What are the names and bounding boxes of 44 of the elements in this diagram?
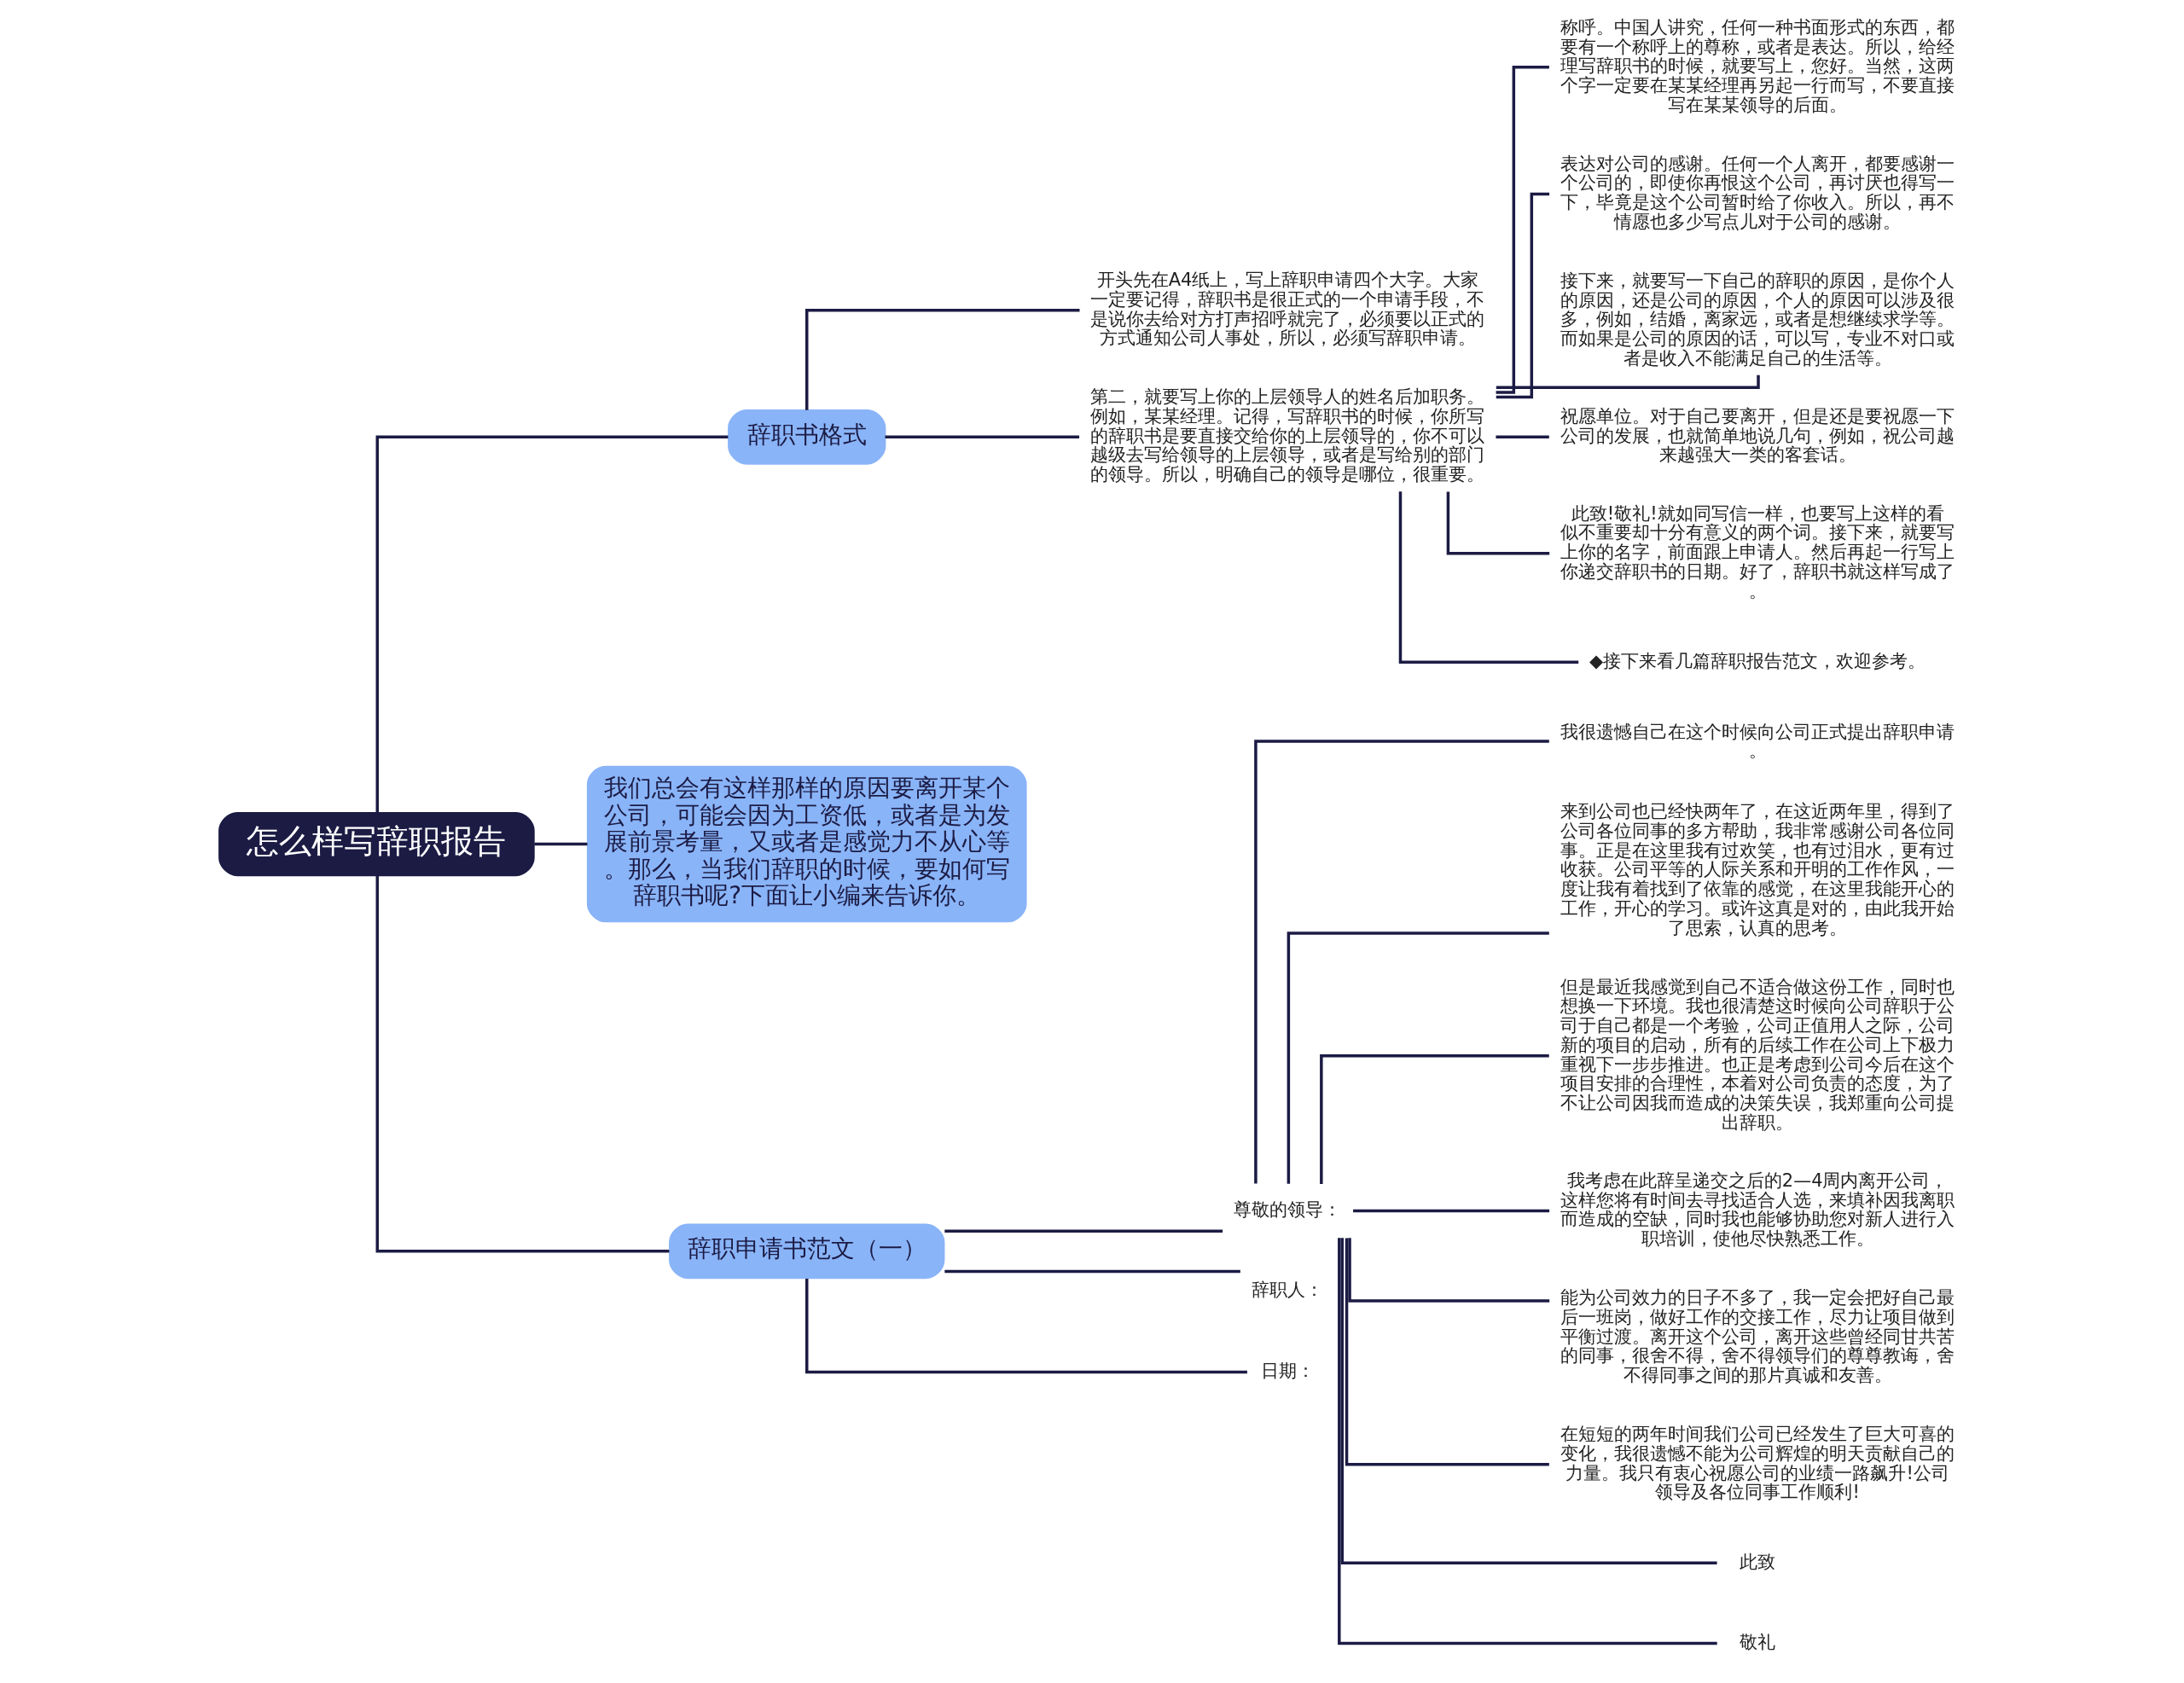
connector [1253, 740, 1549, 1184]
node-text: 我很遗憾自己在这个时候向公司正式提出辞职申请。 [1560, 721, 1955, 762]
connector [804, 309, 1079, 410]
node-text: 此致 [1739, 1551, 1775, 1572]
node-text: 日期： [1260, 1360, 1315, 1381]
connector [885, 435, 1079, 439]
connector [1287, 931, 1549, 1184]
node-text: 但是最近我感觉到自己不适合做这份工作，同时也想换一下环境。我也很清楚这时候向公司辞职于公司于自己都是一个考验，公司正值用人之际，公司新的项目的启动，所有的后续工作在公司上下极力重视下一步步推进。也正是考虑到公司今后在这个项目安排的合理性，本着对公司负责的态度，为了不让公司因我而造成的决策失误，我郑重向公司提出辞职。 [1560, 976, 1955, 1133]
node-text: 祝愿单位。对于自己要离开，但是还是要祝愿一下公司的发展，也就简单地说几句，例如，祝公司越来越强大一类的客套话。 [1560, 406, 1955, 466]
node-box: 我们总会有这样那样的原因要离开某个公司，可能会因为工资低，或者是为发展前景考量，又或者是感觉力不从心等。那么，当我们辞职的时候，要如何写辞职书呢?下面让小编来告诉你。 [586, 765, 1027, 923]
node-text: 我考虑在此辞呈递交之后的2—4周内离开公司，这样您将有时间去寻找适合人选，来填补因我离职而造成的空缺，同时我也能够协助您对新人进行入职培训，使他尽快熟悉工作。 [1560, 1169, 1955, 1250]
node-text: 接下来，就要写一下自己的辞职的原因，是你个人的原因，还是公司的原因，个人的原因可以涉及很多，例如，结婚，离家远，或者是想继续求学等。而如果是公司的原因的话，可以写，专业不对口或者是收入不能满足自己的生活等。 [1560, 270, 1955, 369]
connector [1496, 192, 1549, 399]
connector [1347, 1238, 1549, 1303]
connector [1345, 1238, 1549, 1466]
node-text: 此致!敬礼!就如同写信一样，也要写上这样的看似不重要却十分有意义的两个词。接下来，就要写上你的名字，前面跟上申请人。然后再起一行写上你递交辞职书的日期。好了，辞职书就这样写成了。 [1560, 502, 1955, 601]
connector [375, 876, 669, 1253]
connector [1319, 1054, 1549, 1184]
connector [944, 1269, 1240, 1274]
node-text: ◆接下来看几篇辞职报告范文，欢迎参考。 [1589, 650, 1926, 671]
node-text: 表达对公司的感谢。任何一个人离开，都要感谢一个公司的，即使你再恨这个公司，再讨厌也得写一下，毕竟是这个公司暂时给了你收入。所以，再不情愿也多少写点儿对于公司的感谢。 [1560, 153, 1955, 232]
connector [1337, 1238, 1717, 1645]
node-text: 称呼。中国人讲究，任何一种书面形式的东西，都要有一个称呼上的尊称，或者是表达。所以，给经理写辞职书的时候，就要写上，您好。当然，这两个字一定要在某某经理再另起一行而写，不要直接写在某某领导的后面。 [1560, 16, 1955, 115]
connector [1398, 491, 1578, 664]
node-box: 辞职书格式 [727, 409, 886, 465]
node-text: 敬礼 [1739, 1631, 1775, 1652]
node-text: 能为公司效力的日子不多了，我一定会把好自己最后一班岗，做好工作的交接工作，尽力让项目做到平衡过渡。离开这个公司，离开这些曾经同甘共苦的同事，很舍不得，舍不得领导们的尊尊教诲，舍不得同事之间的那片真诚和友善。 [1560, 1287, 1955, 1386]
connector [804, 1278, 1247, 1374]
node-text: 开头先在A4纸上，写上辞职申请四个大字。大家一定要记得，辞职书是很正式的一个申请手段，不是说你去给对方打声招呼就完了，必须要以正式的方式通知公司人事处，所以，必须写辞职申请。 [1090, 270, 1484, 349]
connector [1352, 1209, 1549, 1213]
connector [944, 1229, 1223, 1233]
connector [375, 435, 728, 813]
connector [1495, 435, 1549, 439]
node-text: 在短短的两年时间我们公司已经发生了巨大可喜的变化，我很遗憾不能为公司辉煌的明天贡献自己的力量。我只有衷心祝愿公司的业绩一路飙升!公司领导及各位同事工作顺利! [1560, 1424, 1955, 1503]
connector [533, 842, 587, 846]
node-text: 尊敬的领导： [1234, 1199, 1341, 1221]
node-text: 来到公司也已经快两年了，在这近两年里，得到了公司各位同事的多方帮助，我非常感谢公司各位同事。正是在这里我有过欢笑，也有过泪水，更有过收获。公司平等的人际关系和开明的工作作风，一度让我有着找到了依靠的感觉，在这里我能开心的工作，开心的学习。或许这真是对的，由此我开始了思索，认真的思考。 [1560, 801, 1955, 938]
connector [1340, 1238, 1717, 1564]
node-box: 辞职申请书范文（一） [668, 1223, 944, 1280]
node-text: 辞职人： [1252, 1280, 1323, 1301]
node-box: 怎么样写辞职报告 [218, 811, 535, 877]
connector [1496, 66, 1549, 394]
node-text: 第二，就要写上你的上层领导人的姓名后加职务。例如，某某经理。记得，写辞职书的时候，你所写的辞职书是要直接交给你的上层领导的，你不可以越级去写给领导的上层领导，或者是写给别的部门的领导。所以，明确自己的领导是哪位，很重要。 [1090, 386, 1484, 485]
connector [1446, 491, 1549, 555]
